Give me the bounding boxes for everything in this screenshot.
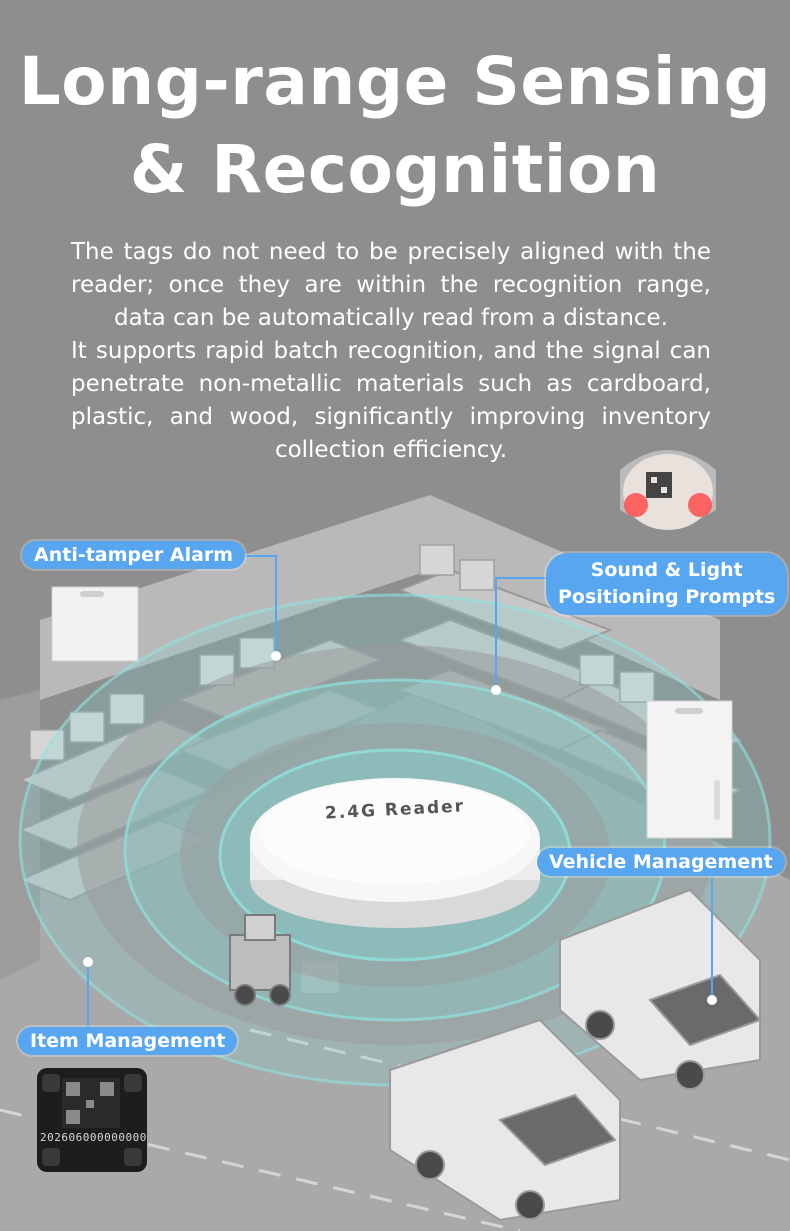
truck-right [559,888,762,1090]
page-title: Long-range Sensing & Recognition [0,38,790,214]
reader-device [250,778,540,928]
sound-light-tag [620,450,716,530]
item-management-label: Item Management [18,1027,238,1055]
description-paragraph-2: It supports rapid batch recognition, and… [71,338,711,463]
forklift [229,914,291,1006]
description-paragraph-1: The tags do not need to be precisely ali… [71,239,711,331]
title-line-1: Long-range Sensing [18,43,772,120]
truck-bottom [389,1018,621,1222]
vehicle-card-tag [646,700,733,839]
callout-lines [87,555,713,1029]
sound-light-label-line-2: Positioning Prompts [558,586,776,608]
anti-tamper-tag [51,586,139,662]
vehicle-management-label: Vehicle Management [537,848,785,876]
description: The tags do not need to be precisely ali… [71,236,711,467]
anti-tamper-alarm-label: Anti-tamper Alarm [22,541,246,569]
title-line-2: & Recognition [129,131,661,208]
item-tag [37,1068,147,1172]
sound-light-label: Sound & Light Positioning Prompts [546,553,788,615]
callout-dots [83,651,717,1005]
sound-light-label-line-1: Sound & Light [590,559,743,581]
item-tag-code: 202606000000000 [40,1131,147,1144]
